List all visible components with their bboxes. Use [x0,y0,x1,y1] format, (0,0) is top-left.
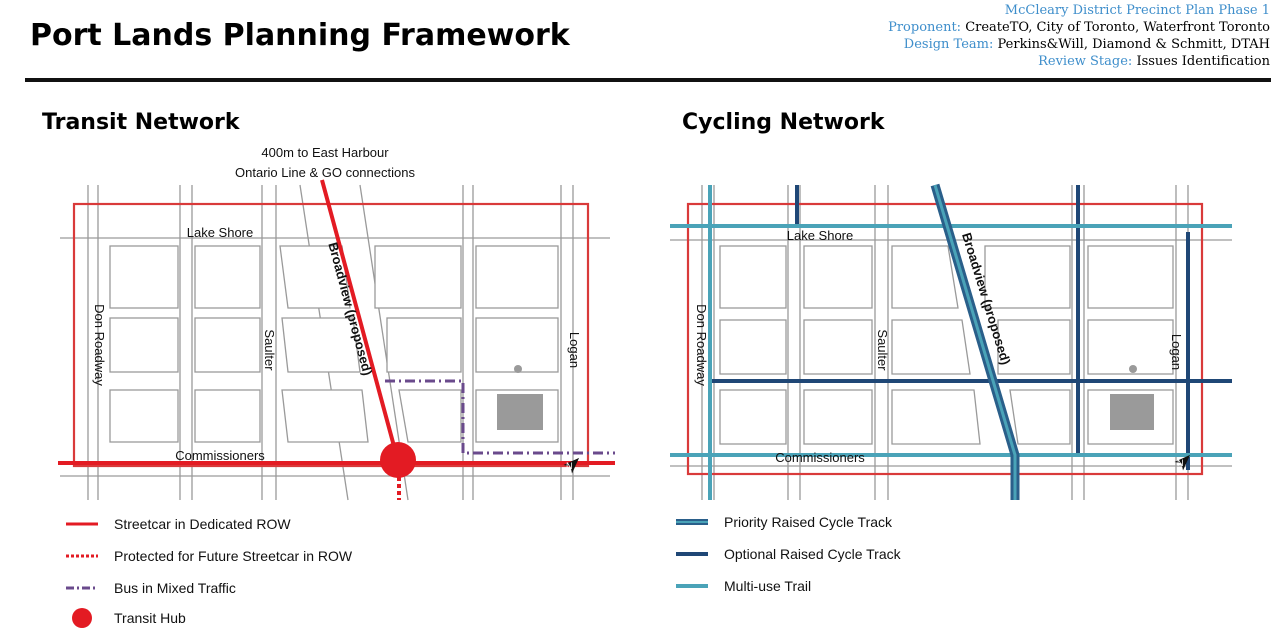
label-saulter: Saulter [262,329,277,371]
legend-label: Streetcar in Dedicated ROW [114,516,291,532]
cycling-label-commissioners: Commissioners [775,450,865,465]
project-name: McCleary District Precinct Plan Phase 1 [1004,3,1270,18]
transit-hub [380,442,416,478]
legend-item-transit-hub: Transit Hub [64,608,186,628]
legend-item-multi-use-trail: Multi-use Trail [674,576,811,596]
review-stage-label: Review Stage: [1038,54,1133,69]
legend-label: Transit Hub [114,610,186,626]
review-stage-value: Issues Identification [1136,54,1270,69]
cycling-legend: Priority Raised Cycle Track Optional Rai… [674,512,994,602]
cycling-landmark-dot [1129,365,1137,373]
design-team-value: Perkins&Will, Diamond & Schmitt, DTAH [997,37,1270,52]
design-team-line: Design Team: Perkins&Will, Diamond & Sch… [888,36,1270,53]
broadview-streetcar [320,179,400,462]
cycling-base-grid [670,185,1232,500]
transit-network-title: Transit Network [42,110,240,135]
legend-item-streetcar: Streetcar in Dedicated ROW [64,514,291,534]
legend-label: Protected for Future Streetcar in ROW [114,548,353,564]
callout-line-1: 400m to East Harbour [261,145,389,160]
cycling-building [1110,394,1154,430]
legend-label: Bus in Mixed Traffic [114,580,236,596]
label-commissioners: Commissioners [175,448,265,463]
design-team-label: Design Team: [903,37,994,52]
north-arrow-icon [563,457,580,474]
transit-legend: Streetcar in Dedicated ROW Protected for… [64,514,404,634]
cycling-label-don-roadway: Don Roadway [694,304,709,386]
proponent-line: Proponent: CreateTO, City of Toronto, Wa… [888,19,1270,36]
proponent-label: Proponent: [888,20,962,35]
legend-item-bus: Bus in Mixed Traffic [64,578,236,598]
legend-item-future-streetcar: Protected for Future Streetcar in ROW [64,546,352,566]
label-lake-shore: Lake Shore [187,225,254,240]
transit-landmark-dot [514,365,522,373]
legend-label: Priority Raised Cycle Track [724,514,893,530]
review-stage-line: Review Stage: Issues Identification [888,53,1270,70]
cycling-north-arrow-icon [1174,454,1191,471]
label-logan: Logan [567,332,582,368]
north-label: N [566,461,573,471]
transit-building [497,394,543,430]
legend-label: Multi-use Trail [724,578,812,594]
optional-cycle-tracks [710,185,1232,470]
page-title: Port Lands Planning Framework [30,18,570,53]
legend-item-optional-track: Optional Raised Cycle Track [674,544,901,564]
header-rule [25,78,1271,82]
bus-route [385,379,615,455]
legend-item-priority-track: Priority Raised Cycle Track [674,512,892,532]
cycling-north-label: N [1177,458,1184,468]
project-meta: McCleary District Precinct Plan Phase 1 … [888,2,1270,70]
proponent-value: CreateTO, City of Toronto, Waterfront To… [965,20,1270,35]
cycling-network-title: Cycling Network [682,110,885,135]
callout-line-2: Ontario Line & GO connections [235,165,415,180]
cycling-label-logan: Logan [1169,334,1184,370]
label-don-roadway: Don Roadway [92,304,107,386]
priority-cycle-track-inner [933,184,1017,500]
transit-base-grid [60,184,610,501]
legend-label: Optional Raised Cycle Track [724,546,901,562]
cycling-label-lake-shore: Lake Shore [787,228,854,243]
cycling-label-saulter: Saulter [875,329,890,371]
transit-study-area [72,202,590,468]
